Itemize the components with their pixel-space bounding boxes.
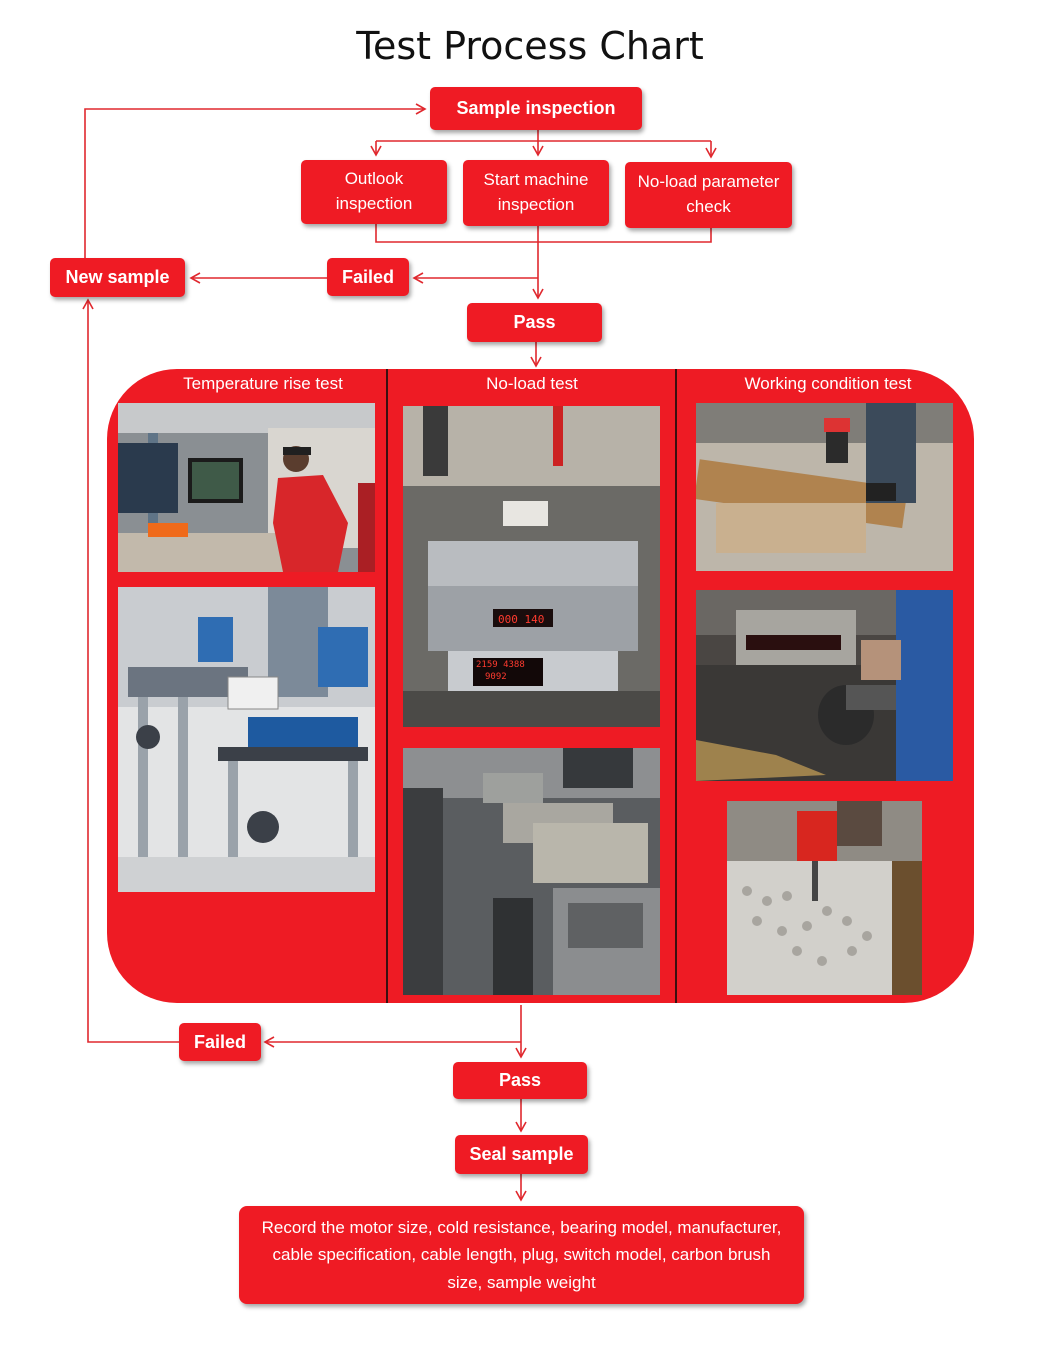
new-sample-box: New sample [50,258,185,297]
photo-test-benches [118,587,375,892]
no-load-parameter-check-box: No-load parameter check [625,162,792,228]
meter-reading: 9092 [485,672,507,682]
seal-sample-box: Seal sample [455,1135,588,1174]
pass-box-final: Pass [453,1062,587,1099]
outlook-inspection-box: Outlook inspection [301,160,447,224]
photo-grinding [696,590,953,781]
meter-reading: 2159 4388 [476,660,525,670]
column-title-temperature-rise: Temperature rise test [183,374,343,393]
photo-drilling-stone [727,801,922,995]
photo-no-load-meter: 000 140 2159 4388 9092 [403,406,660,727]
record-info-box: Record the motor size, cold resistance, … [239,1206,804,1304]
column-title-working-condition: Working condition test [744,374,912,393]
meter-reading: 000 140 [498,613,545,626]
photo-lab-workstation [118,403,375,572]
column-divider [386,369,388,1003]
pass-box: Pass [467,303,602,342]
page-title: Test Process Chart [356,24,704,68]
photo-instrument-racks [403,748,660,995]
photo-drilling-wood [696,403,953,571]
failed-box-final: Failed [179,1023,261,1061]
column-divider [675,369,677,1003]
start-machine-inspection-box: Start machine inspection [463,160,609,226]
sample-inspection-box: Sample inspection [430,87,642,130]
column-title-no-load: No-load test [486,374,578,393]
failed-box: Failed [327,258,409,296]
